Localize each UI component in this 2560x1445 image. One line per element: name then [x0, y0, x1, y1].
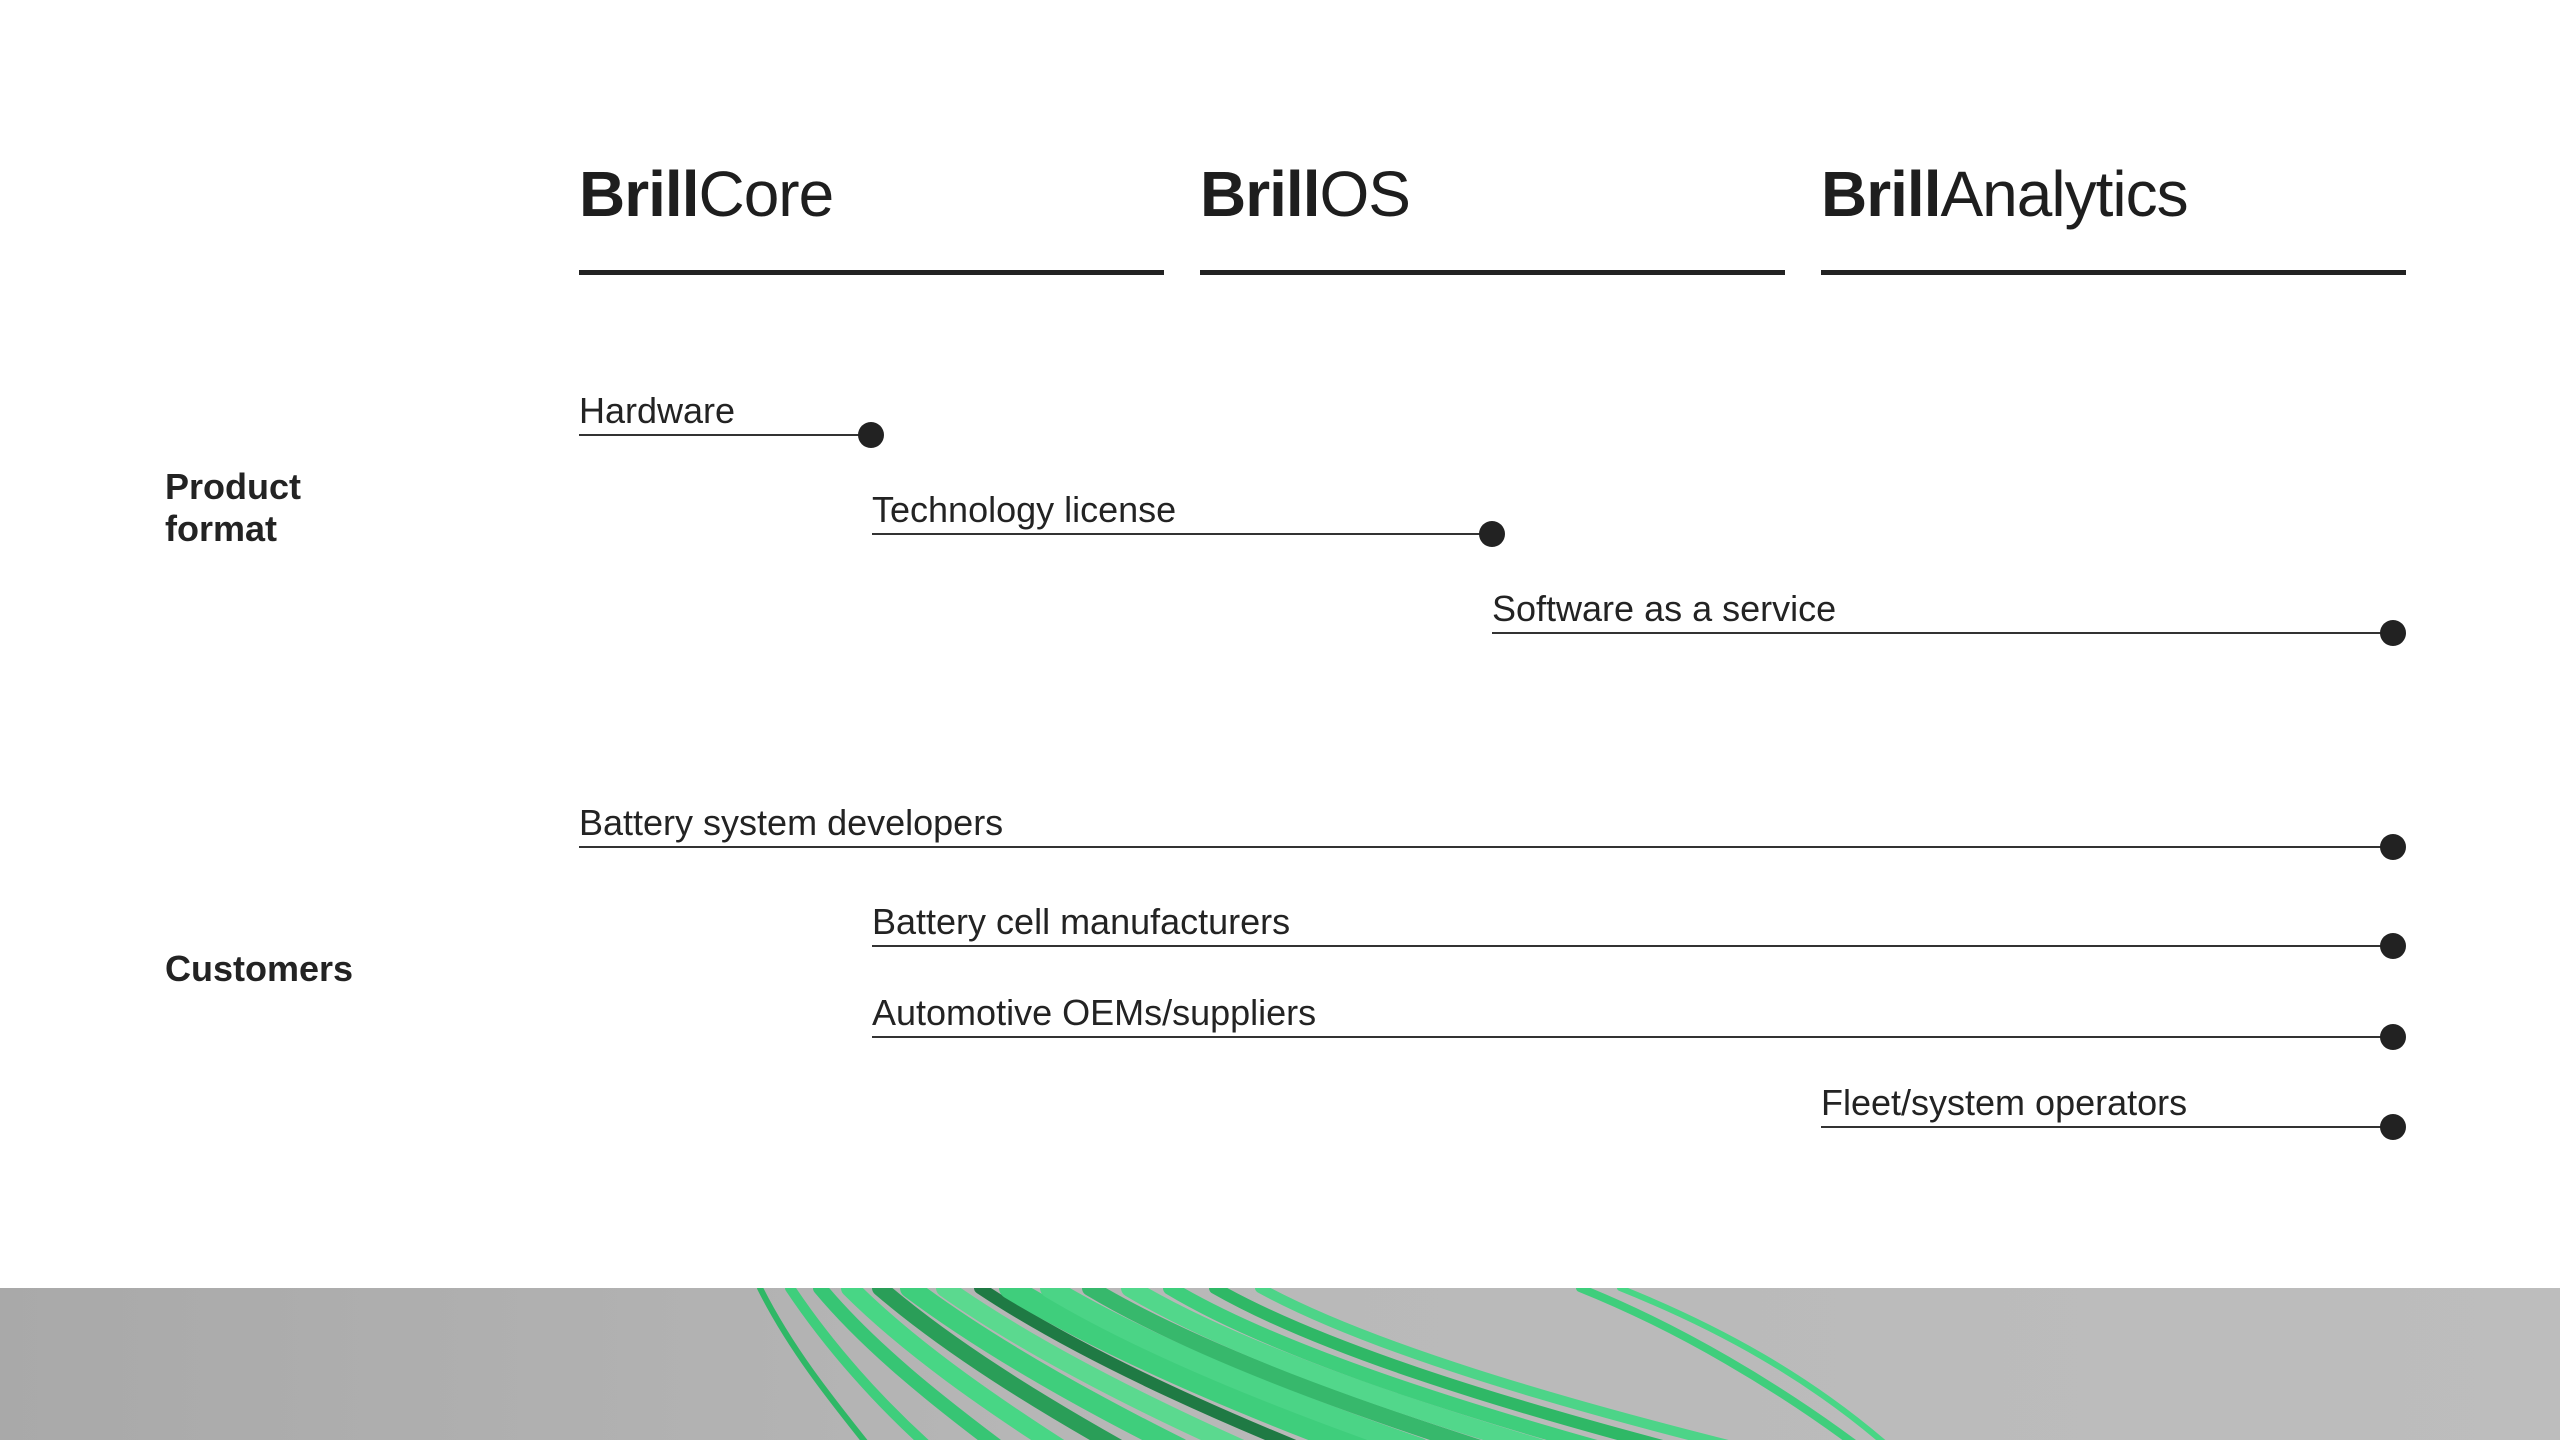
- format-bar-label: Software as a service: [1492, 588, 1837, 629]
- column-brillanalytics: BrillAnalytics: [1821, 155, 2406, 275]
- format-bar-label: Technology license: [872, 489, 1177, 530]
- footer-image-band: [0, 1277, 2560, 1445]
- customer-bar-battery-system-developers: Battery system developers: [579, 802, 2406, 862]
- column-title: BrillCore: [579, 155, 834, 233]
- column-brand: Brill: [579, 158, 699, 230]
- customer-bar-endpoint: [2380, 933, 2406, 959]
- customer-bar-line: [579, 846, 2393, 848]
- column-brand: Brill: [1200, 158, 1320, 230]
- format-bar-hardware: Hardware: [579, 390, 884, 450]
- format-bar-line: [579, 434, 871, 436]
- customer-bar-line: [872, 1036, 2393, 1038]
- customer-bar-fleet-operators: Fleet/system operators: [1821, 1082, 2406, 1142]
- format-bar-line: [872, 533, 1492, 535]
- section-label-product-format: Product format: [165, 466, 301, 550]
- section-label-line: Product: [165, 466, 302, 507]
- column-underline: [1200, 270, 1785, 275]
- format-bar-endpoint: [2380, 620, 2406, 646]
- format-bar-line: [1492, 632, 2393, 634]
- section-label-line: Customers: [165, 948, 354, 989]
- column-title: BrillAnalytics: [1821, 155, 2189, 233]
- column-title: BrillOS: [1200, 155, 1411, 233]
- customer-bar-endpoint: [2380, 1114, 2406, 1140]
- format-bar-saas: Software as a service: [1492, 588, 2406, 648]
- customer-bar-label: Battery cell manufacturers: [872, 901, 1291, 942]
- column-underline: [579, 270, 1164, 275]
- column-product: OS: [1319, 158, 1410, 230]
- customer-bar-line: [1821, 1126, 2393, 1128]
- format-bar-label: Hardware: [579, 390, 736, 431]
- column-brand: Brill: [1821, 158, 1941, 230]
- column-product: Analytics: [1940, 158, 2188, 230]
- customer-bar-endpoint: [2380, 834, 2406, 860]
- customer-bar-endpoint: [2380, 1024, 2406, 1050]
- green-tubes-illustration: [0, 1277, 2560, 1445]
- format-bar-endpoint: [1479, 521, 1505, 547]
- customer-bar-battery-cell-manufacturers: Battery cell manufacturers: [872, 901, 2406, 961]
- column-product: Core: [698, 158, 834, 230]
- section-label-line: format: [165, 508, 278, 549]
- customer-bar-label: Automotive OEMs/suppliers: [872, 992, 1317, 1033]
- format-bar-endpoint: [858, 422, 884, 448]
- section-label-customers: Customers: [165, 948, 353, 990]
- column-brillcore: BrillCore: [579, 155, 1164, 275]
- format-bar-technology-license: Technology license: [872, 489, 1505, 549]
- customer-bar-label: Fleet/system operators: [1821, 1082, 2188, 1123]
- column-brillos: BrillOS: [1200, 155, 1785, 275]
- customer-bar-automotive-oems: Automotive OEMs/suppliers: [872, 992, 2406, 1052]
- customer-bar-label: Battery system developers: [579, 802, 1004, 843]
- column-underline: [1821, 270, 2406, 275]
- customer-bar-line: [872, 945, 2393, 947]
